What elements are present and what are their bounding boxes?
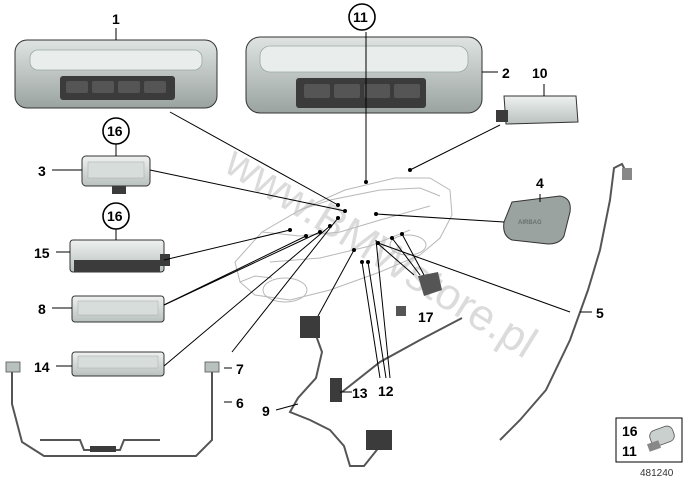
callouts: 1 11 2 10 16 3 4 16 15 8 5 17 14 7 12 13…: [34, 3, 604, 419]
callout-circle-16b: [102, 202, 130, 230]
car-outline: [234, 177, 453, 303]
wiring-loop-6: [5, 361, 220, 457]
airbag-badge: AIRBAG: [503, 195, 571, 245]
interior-light-14: [71, 351, 165, 377]
callout-8: 8: [38, 301, 46, 317]
watermark: www.BMWstore.pl: [216, 136, 546, 367]
front-roof-module: [14, 39, 218, 109]
callout-circle-11: [348, 3, 376, 31]
leader-dots: [288, 168, 412, 264]
reading-light-3: [81, 155, 151, 194]
callout-7: 7: [236, 361, 244, 377]
callout-4: 4: [536, 175, 544, 191]
cable-5: [499, 162, 632, 441]
airbag-badge-label: AIRBAG: [518, 220, 542, 226]
callout-3: 3: [38, 163, 46, 179]
callout-2: 2: [502, 65, 510, 81]
roof-module-with-switches: [245, 36, 483, 114]
callout-14: 14: [34, 359, 50, 375]
cable-harness-9: [288, 316, 392, 467]
callout-6: 6: [236, 395, 244, 411]
callout-1: 1: [112, 11, 120, 27]
small-parts: [330, 272, 463, 402]
legend-11: 11: [622, 443, 637, 459]
legend-16: 16: [622, 423, 638, 439]
callout-circle-16a: [102, 117, 130, 145]
leader-lines: [52, 28, 592, 411]
callout-15: 15: [34, 245, 50, 261]
small-interior-light: [496, 95, 579, 125]
interior-light-15: [69, 239, 170, 273]
callout-11: 11: [353, 9, 368, 25]
interior-light-8: [71, 295, 165, 323]
callout-13: 13: [352, 385, 368, 401]
reference-number: 481240: [640, 468, 674, 479]
callout-16a: 16: [107, 123, 123, 139]
callout-17: 17: [418, 309, 434, 325]
callout-16b: 16: [107, 208, 123, 224]
bulb-legend-box: 16 11: [615, 417, 683, 463]
callout-12: 12: [378, 383, 394, 399]
callout-5: 5: [596, 305, 604, 321]
callout-9: 9: [262, 403, 270, 419]
callout-10: 10: [532, 65, 548, 81]
